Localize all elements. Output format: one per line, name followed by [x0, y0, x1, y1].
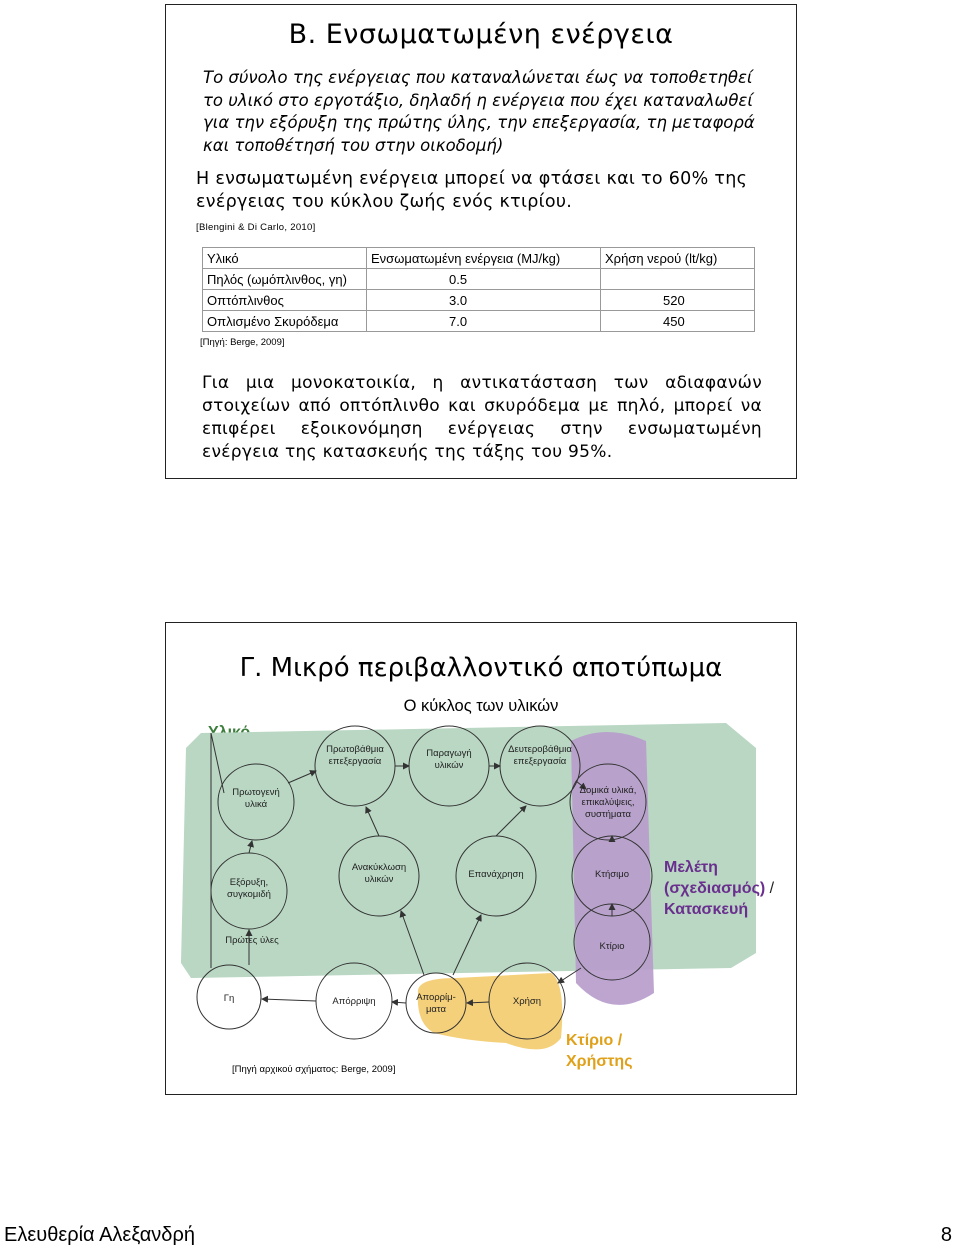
page-number: 8 — [940, 1224, 952, 1246]
citation-berge: [Πηγή: Berge, 2009] — [200, 337, 285, 348]
diagram-subtitle: Ο κύκλος των υλικών — [403, 697, 559, 715]
table-row: Πηλός (ωμόπλινθος, γη) 0.5 — [202, 268, 755, 290]
slide-title: Γ. Μικρό περιβαλλοντικό αποτύπωμα — [239, 653, 723, 683]
node-raw-materials — [217, 763, 295, 841]
diagram-arrow — [495, 805, 527, 837]
label-raw-resources: Πρώτες ύλες — [225, 935, 279, 946]
header-water-use: Χρήση νερού (lt/kg) — [600, 247, 755, 269]
node-use — [488, 962, 566, 1040]
label-recycled-2: υλικών — [365, 874, 394, 885]
diagram-arrow — [247, 840, 254, 854]
slide-title: Β. Ενσωματωμένη ενέργεια — [288, 19, 674, 50]
label-product-manufacture-1: Παραγωγή — [426, 748, 471, 759]
label-extraction-1: Εξόρυξη, — [230, 877, 268, 888]
table-cell: Πηλός (ωμόπλινθος, γη) — [202, 268, 367, 290]
label-raw-materials-2: υλικά — [245, 799, 268, 810]
table-cell: Οπλισμένο Σκυρόδεμα — [202, 310, 367, 332]
label-primary-processing-1: Πρωτοβάθμια — [326, 744, 384, 755]
energy-share-paragraph: Η ενσωματωμένη ενέργεια μπορεί να φτάσει… — [196, 168, 776, 239]
label-building-text: Κτίριο / — [566, 1032, 623, 1049]
label-building-materials-2: επικαλύψεις, — [581, 797, 634, 808]
diagram-arrow — [452, 914, 482, 976]
definition-paragraph: Το σύνολο της ενέργειας που καταναλώνετα… — [203, 68, 755, 155]
materials-cycle-diagram: Πρωτοβάθμια επεξεργασία Παραγωγή υλικών … — [181, 723, 756, 1050]
label-building-user: Κτίριο / Χρήστης — [566, 1030, 633, 1072]
slide-embodied-energy: Β. Ενσωματωμένη ενέργεια Το σύνολο της ε… — [165, 4, 797, 479]
table-cell — [600, 268, 755, 290]
label-waste-2: ματα — [426, 1004, 447, 1015]
label-design-line: (σχεδιασμός) / — [664, 878, 774, 899]
table-row: Οπτόπλινθος 3.0 520 — [202, 289, 755, 311]
diagram-arrow — [466, 999, 490, 1007]
design-zone-purple — [571, 732, 654, 1005]
house-savings-paragraph: Για μια μονοκατοικία, η αντικατάσταση τω… — [202, 373, 762, 462]
label-primary-processing-2: επεξεργασία — [329, 756, 382, 767]
header-embodied-energy: Ενσωματωμένη ενέργεια (MJ/kg) — [366, 247, 601, 269]
label-building-materials-1: Δομικά υλικά, — [580, 785, 637, 796]
label-secondary-processing-2: επεξεργασία — [514, 756, 567, 767]
label-construction-text: Κατασκευή — [664, 901, 749, 918]
label-waste-1: Απορρίμ- — [416, 992, 456, 1003]
diagram-arrow — [575, 780, 587, 790]
label-building-materials-3: συστήματα — [585, 809, 632, 820]
label-product-manufacture-2: υλικών — [435, 760, 464, 771]
label-building: Κτίριο — [600, 941, 625, 952]
label-disposal: Απόρριψη — [332, 996, 375, 1007]
diagram-arrow — [391, 998, 407, 1006]
header-material: Υλικό — [202, 247, 367, 269]
diagram-arrow — [557, 967, 582, 984]
citation-diagram-source: [Πηγή αρχικού σχήματος: Berge, 2009] — [232, 1064, 396, 1075]
citation-blengini: [Blengini & Di Carlo, 2010] — [196, 222, 316, 233]
label-design: (σχεδιασμός) — [664, 880, 766, 897]
label-secondary-processing-1: Δευτεροβάθμια — [508, 744, 572, 755]
node-building-materials — [569, 763, 647, 841]
diagram-arrow — [365, 806, 380, 837]
label-reuse: Επανάχρηση — [468, 869, 523, 880]
node-earth — [196, 964, 262, 1030]
label-extraction-2: συγκομιδή — [227, 889, 271, 900]
diagram-arrow — [261, 995, 317, 1003]
table-row: Οπλισμένο Σκυρόδεμα 7.0 450 — [202, 310, 755, 332]
label-recycled-1: Ανακύκλωση — [352, 862, 406, 873]
table-cell: 450 — [600, 310, 755, 332]
label-earth: Γη — [224, 993, 235, 1004]
diagram-arrow — [210, 732, 225, 794]
table-cell: 0.5 — [366, 268, 601, 290]
label-slash: / — [765, 880, 775, 897]
label-study: Μελέτη — [664, 859, 718, 876]
label-study-design-construction: Μελέτη (σχεδιασμός) / Κατασκευή — [664, 857, 774, 920]
table-cell: 520 — [600, 289, 755, 311]
table-cell: 7.0 — [366, 310, 601, 332]
table-cell: Οπτόπλινθος — [202, 289, 367, 311]
label-user-text: Χρήστης — [566, 1053, 633, 1070]
author-name: Ελευθερία Αλεξανδρή — [4, 1224, 195, 1246]
table-header-row: Υλικό Ενσωματωμένη ενέργεια (MJ/kg) Χρήσ… — [202, 247, 755, 269]
slide-environmental-footprint: Γ. Μικρό περιβαλλοντικό αποτύπωμα Ο κύκλ… — [165, 622, 797, 1095]
table-cell: 3.0 — [366, 289, 601, 311]
label-use: Χρήση — [513, 996, 541, 1007]
materials-table: Υλικό Ενσωματωμένη ενέργεια (MJ/kg) Χρήσ… — [202, 247, 755, 332]
diagram-arrow — [399, 910, 425, 976]
label-construction: Κτήσιμο — [595, 869, 629, 880]
label-raw-materials-1: Πρωτογενή — [232, 787, 279, 798]
energy-share-text: Η ενσωματωμένη ενέργεια μπορεί να φτάσει… — [196, 169, 748, 212]
diagram-arrow — [287, 770, 317, 784]
